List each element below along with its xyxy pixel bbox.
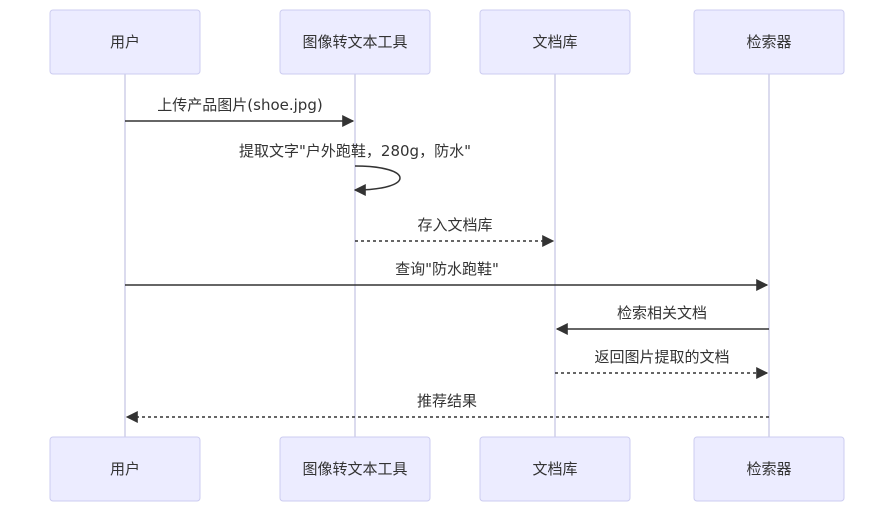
actor-box bbox=[479, 9, 631, 75]
message-label: 检索相关文档 bbox=[617, 304, 707, 322]
actor-search-top: 检索器 bbox=[693, 9, 845, 75]
actor-box bbox=[49, 436, 201, 502]
actor-label: 图像转文本工具 bbox=[302, 460, 407, 478]
actor-search-bottom: 检索器 bbox=[693, 436, 845, 502]
message-7: 推荐结果 bbox=[125, 392, 769, 423]
actor-box bbox=[49, 9, 201, 75]
actor-store-bottom: 文档库 bbox=[479, 436, 631, 502]
actor-label: 用户 bbox=[110, 460, 140, 478]
message-1: 上传产品图片(shoe.jpg) bbox=[125, 96, 355, 127]
message-5: 检索相关文档 bbox=[555, 304, 769, 335]
self-message-arrow bbox=[353, 165, 401, 196]
actor-tool-top: 图像转文本工具 bbox=[279, 9, 431, 75]
message-4: 查询"防水跑鞋" bbox=[125, 260, 769, 291]
actor-label: 图像转文本工具 bbox=[302, 33, 407, 51]
message-label: 推荐结果 bbox=[417, 392, 477, 410]
actor-box bbox=[479, 436, 631, 502]
message-label: 存入文档库 bbox=[417, 216, 492, 234]
message-6: 返回图片提取的文档 bbox=[555, 348, 769, 379]
actor-tool-bottom: 图像转文本工具 bbox=[279, 436, 431, 502]
actor-box bbox=[279, 436, 431, 502]
message-3: 存入文档库 bbox=[355, 216, 555, 247]
message-label: 提取文字"户外跑鞋，280g，防水" bbox=[239, 142, 471, 160]
message-2: 提取文字"户外跑鞋，280g，防水" bbox=[239, 142, 471, 196]
actor-store-top: 文档库 bbox=[479, 9, 631, 75]
message-label: 上传产品图片(shoe.jpg) bbox=[157, 96, 322, 114]
actor-label: 文档库 bbox=[532, 460, 577, 478]
message-label: 查询"防水跑鞋" bbox=[395, 260, 499, 278]
message-label: 返回图片提取的文档 bbox=[594, 348, 729, 366]
actor-user-bottom: 用户 bbox=[49, 436, 201, 502]
actor-box bbox=[279, 9, 431, 75]
actor-label: 文档库 bbox=[532, 33, 577, 51]
actor-box bbox=[693, 436, 845, 502]
actor-box bbox=[693, 9, 845, 75]
actor-label: 检索器 bbox=[746, 33, 791, 51]
actor-label: 检索器 bbox=[746, 460, 791, 478]
actor-label: 用户 bbox=[110, 33, 140, 51]
actor-user-top: 用户 bbox=[49, 9, 201, 75]
